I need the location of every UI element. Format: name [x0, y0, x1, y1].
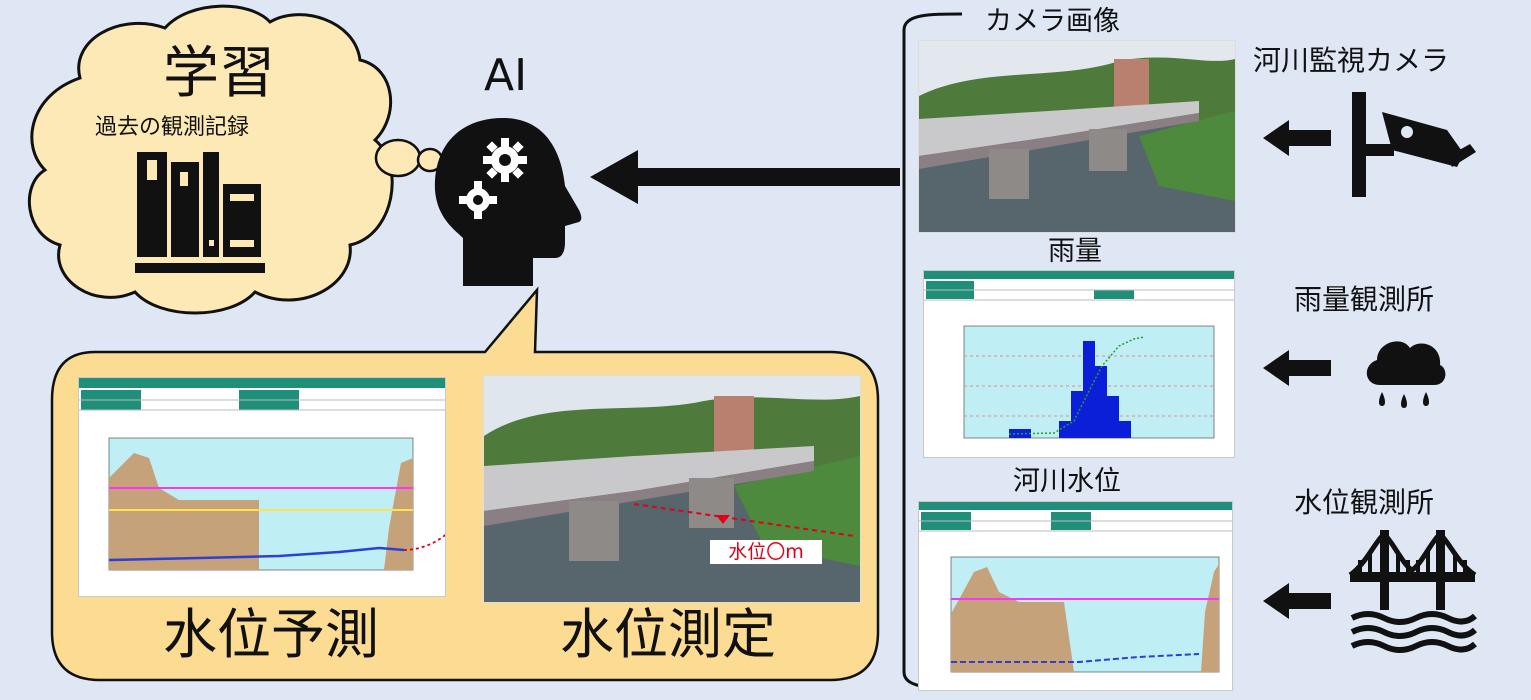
measurement-label: 水位測定	[560, 603, 776, 666]
books-icon	[135, 152, 265, 273]
water-level-measurement-photo: 水位〇m	[483, 375, 861, 603]
surveillance-camera-icon	[1352, 92, 1476, 197]
water-level-station-label: 水位観測所	[1294, 486, 1435, 519]
learning-title: 学習	[163, 41, 275, 106]
water-level-annotation: 水位〇m	[710, 540, 822, 564]
river-water-level-heading: 河川水位	[1013, 466, 1121, 497]
input-arrow	[590, 150, 900, 204]
camera-image-heading: カメラ画像	[985, 6, 1120, 37]
camera-source-arrow	[1263, 120, 1331, 156]
level-source-arrow	[1263, 583, 1331, 619]
ai-label: AI	[484, 50, 528, 101]
rainfall-chart	[923, 270, 1235, 458]
camera-image-photo	[918, 40, 1236, 233]
rain-source-arrow	[1263, 350, 1331, 386]
rainfall-heading: 雨量	[1048, 236, 1102, 267]
rain-gauge-station-label: 雨量観測所	[1294, 283, 1435, 316]
prediction-label: 水位予測	[163, 603, 379, 666]
learning-subtitle: 過去の観測記録	[95, 115, 250, 140]
rain-cloud-icon	[1366, 341, 1446, 408]
water-level-prediction-chart	[78, 377, 446, 597]
river-water-level-chart	[918, 501, 1233, 691]
camera-source-label: 河川監視カメラ	[1253, 44, 1450, 77]
bridge-water-icon	[1348, 530, 1478, 653]
ai-head-gears-icon	[434, 118, 582, 286]
